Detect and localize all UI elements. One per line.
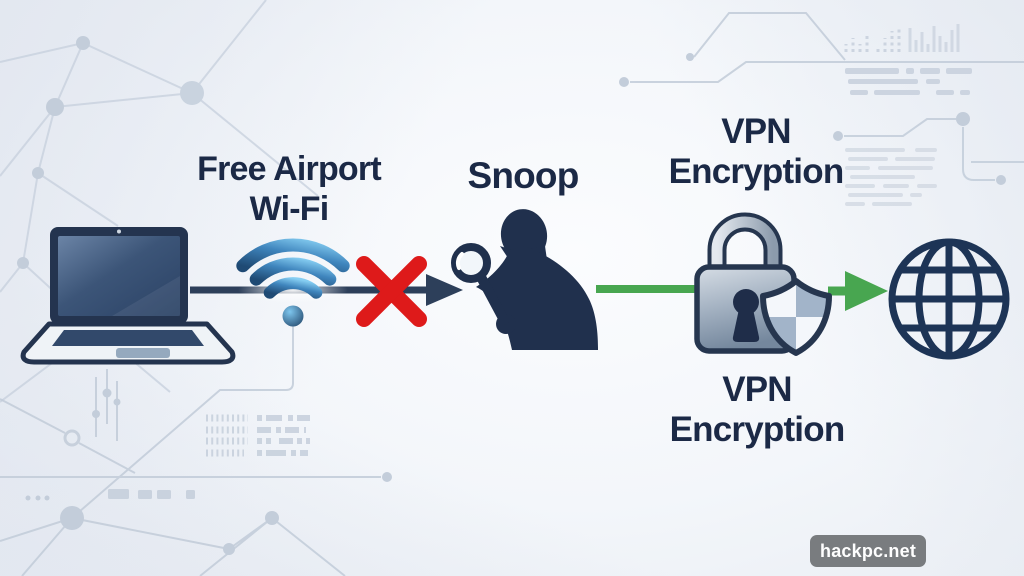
network-nodes-bottom-left (25, 388, 392, 555)
vpn-encryption-label-bottom: VPN Encryption (669, 370, 846, 450)
vpn-top-line1: VPN (721, 112, 791, 151)
text-bars-mid-right (845, 148, 937, 206)
wifi-label-line1: Free Airport (197, 150, 382, 188)
magnifier-icon (451, 243, 509, 325)
bar-sparkline (908, 24, 960, 52)
vpn-bottom-line2: Encryption (669, 410, 846, 449)
arrow-right-green (828, 271, 888, 311)
red-x-icon (356, 256, 427, 327)
dot-grid-bottom-left (206, 414, 310, 457)
circuit-traces-bottom-left (0, 322, 381, 576)
vpn-top-line2: Encryption (668, 152, 845, 191)
snoop-label: Snoop (467, 155, 579, 196)
globe-icon (888, 238, 1010, 360)
rect-row-bottom-left (108, 489, 195, 499)
wifi-label-line2: Wi-Fi (249, 190, 330, 228)
watermark-badge: hackpc.net (810, 535, 927, 567)
dot-histogram (844, 26, 901, 52)
snoop-silhouette-icon (476, 209, 598, 350)
vpn-encryption-label-top: VPN Encryption (668, 112, 845, 192)
circuit-traces-top-right (630, 12, 1024, 181)
vpn-bottom-line1: VPN (722, 370, 792, 409)
wifi-icon (236, 238, 350, 327)
circuit-nodes-top-right (619, 53, 1006, 185)
laptop-icon (20, 227, 236, 365)
text-bars-top-right (845, 68, 972, 95)
wifi-label: Free Airport Wi-Fi (197, 149, 382, 229)
